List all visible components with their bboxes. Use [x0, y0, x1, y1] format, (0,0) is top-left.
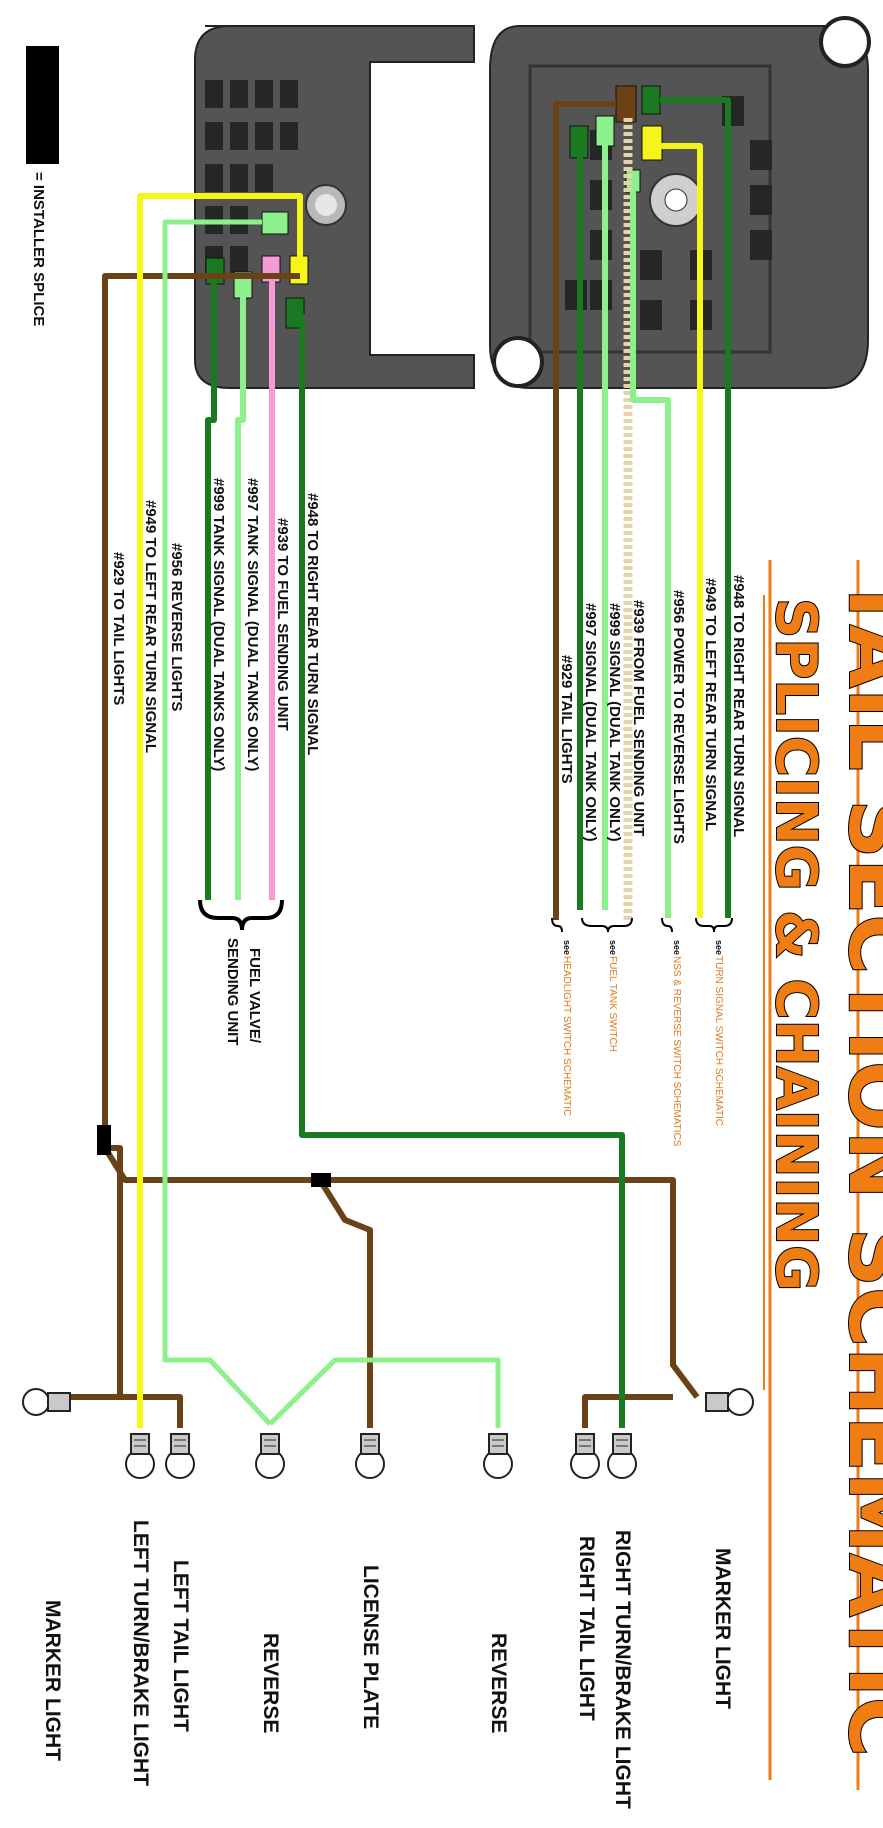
wire-929-main: [65, 273, 300, 1400]
left-wires: [65, 193, 700, 1428]
bulb-left-turn: [125, 1433, 155, 1479]
rlabel-929: #929 TAIL LIGHTS: [558, 655, 575, 784]
llabel-939: #939 TO FUEL SENDING UNIT: [274, 518, 291, 731]
wire-929-license: [317, 1178, 373, 1428]
llabel-929: #929 TO TAIL LIGHTS: [110, 552, 127, 705]
right-notes: see TURN SIGNAL SWITCH SCHEMATIC see NSS…: [561, 940, 724, 1147]
wire-948: [299, 313, 625, 1428]
rnote-fuel-tank: FUEL TANK SWITCH: [607, 956, 618, 1052]
llabel-948: #948 TO RIGHT REAR TURN SIGNAL: [304, 493, 321, 755]
right-wires: [553, 97, 731, 920]
bulb-label-right-turn: RIGHT TURN/BRAKE LIGHT: [611, 1530, 634, 1809]
rlabel-956: #956 POWER TO REVERSE LIGHTS: [670, 590, 687, 844]
rlabel-948: #948 TO RIGHT REAR TURN SIGNAL: [730, 575, 747, 837]
bulb-left-tail: [165, 1433, 195, 1479]
rlabel-949: #949 TO LEFT REAR TURN SIGNAL: [702, 578, 719, 831]
right-relay-center: [664, 188, 688, 212]
rnote-headlight: HEADLIGHT SWITCH SCHEMATIC: [561, 956, 572, 1116]
wire-929-lefttail: [120, 1394, 183, 1428]
bulb-label-reverse-right: REVERSE: [487, 1633, 510, 1733]
wire-956-branch: [268, 1357, 501, 1428]
bulb-reverse-right: [483, 1433, 513, 1479]
wire-r-949: [660, 143, 703, 918]
bulbs: [22, 1388, 754, 1479]
left-labels: #948 TO RIGHT REAR TURN SIGNAL #939 TO F…: [110, 478, 321, 1046]
rlabel-997: #997 SIGNAL (DUAL TANK ONLY): [582, 603, 599, 842]
llabel-949: #949 TO LEFT REAR TURN SIGNAL: [142, 500, 159, 753]
fuel-brace: [198, 899, 284, 931]
wire-r-929: [553, 101, 616, 920]
bulb-labels: MARKER LIGHT RIGHT TURN/BRAKE LIGHT RIGH…: [41, 1520, 734, 1809]
right-labels: #948 TO RIGHT REAR TURN SIGNAL #949 TO L…: [558, 575, 747, 844]
bulb-label-right-tail: RIGHT TAIL LIGHT: [575, 1536, 598, 1721]
right-mount-hole-bottom: [492, 336, 544, 388]
llabel-997: #997 TANK SIGNAL (DUAL TANKS ONLY): [244, 478, 261, 771]
wire-929-righttail: [582, 1394, 673, 1428]
bulb-marker-right: [705, 1388, 754, 1416]
legend-text: = INSTALLER SPLICE: [30, 172, 47, 326]
wire-999: [205, 282, 217, 900]
legend: = INSTALLER SPLICE: [26, 46, 59, 326]
rconn-948: [641, 85, 661, 115]
right-mount-hole-top: [819, 16, 871, 68]
splice-marker-2: [311, 1173, 331, 1187]
rlabel-999: #999 SIGNAL (DUAL TANK ONLY): [606, 603, 623, 842]
fuel-label-line2: SENDING UNIT: [224, 938, 241, 1046]
bulb-right-turn: [607, 1433, 637, 1479]
rnote-see-2: see: [672, 940, 682, 955]
wire-r-956: [630, 190, 671, 918]
rconn-929: [615, 85, 637, 123]
llabel-956: #956 REVERSE LIGHTS: [168, 543, 185, 711]
right-fuse-block: [489, 16, 871, 389]
bulb-label-marker-right: MARKER LIGHT: [711, 1548, 734, 1709]
right-braces: [551, 917, 733, 933]
llabel-999: #999 TANK SIGNAL (DUAL TANKS ONLY): [210, 478, 227, 771]
title-group: TAIL SECTION SCHEMATIC SPLICING & CHAINI…: [762, 560, 883, 1790]
wire-r-948: [660, 97, 731, 918]
left-fuse-block: [194, 25, 475, 389]
bulb-marker-left: [22, 1388, 71, 1416]
bulb-label-left-turn: LEFT TURN/BRAKE LIGHT: [129, 1520, 152, 1786]
splice-legend-swatch: [26, 46, 59, 164]
bulb-label-marker-left: MARKER LIGHT: [41, 1600, 64, 1761]
title-line2: SPLICING & CHAINING: [763, 598, 828, 1291]
bulb-label-left-tail: LEFT TAIL LIGHT: [169, 1560, 192, 1732]
conn-999: [205, 257, 225, 285]
bulb-license: [355, 1433, 385, 1479]
rlabel-939: #939 FROM FUEL SENDING UNIT: [630, 600, 647, 836]
rnote-nss-reverse: NSS & REVERSE SWITCH SCHEMATICS: [671, 956, 682, 1147]
wire-997: [235, 296, 246, 900]
rnote-see-3: see: [608, 940, 618, 955]
rnote-see-1: see: [714, 940, 724, 955]
bulb-right-tail: [570, 1433, 600, 1479]
rnote-see-4: see: [562, 940, 572, 955]
left-fuse-slots: [205, 80, 298, 274]
wire-929-right: [102, 1146, 700, 1399]
left-bolt-center: [315, 194, 337, 216]
conn-956: [261, 211, 289, 235]
wire-956-main: [162, 219, 272, 1426]
fuel-label-line1: FUEL VALVE/: [246, 948, 263, 1044]
bulb-reverse-left: [255, 1433, 285, 1479]
wire-949: [137, 193, 303, 1428]
rconn-949: [641, 125, 663, 161]
bulb-label-reverse-left: REVERSE: [259, 1633, 282, 1733]
bulb-label-license: LICENSE PLATE: [359, 1565, 382, 1729]
title-line1: TAIL SECTION SCHEMATIC: [830, 575, 883, 1757]
rnote-turn-signal: TURN SIGNAL SWITCH SCHEMATIC: [713, 956, 724, 1126]
splice-marker-1: [97, 1125, 111, 1155]
